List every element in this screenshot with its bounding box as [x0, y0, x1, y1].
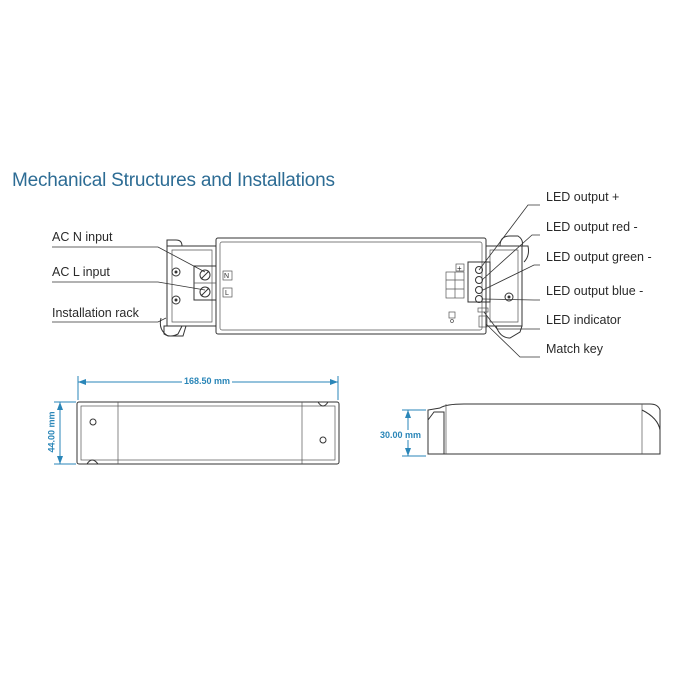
length-dimension-label: 168.50 mm	[182, 376, 233, 386]
top-view-device	[159, 235, 529, 339]
height-dimension-label: 30.00 mm	[378, 430, 424, 440]
terminal-mark-plus: +	[457, 264, 462, 273]
label-led-output-red: LED output red -	[546, 220, 638, 234]
height-dimension	[402, 409, 426, 457]
label-ac-n-input: AC N input	[52, 230, 113, 244]
label-led-output-green: LED output green -	[546, 250, 652, 264]
label-installation-rack: Installation rack	[52, 306, 139, 320]
label-led-output-blue: LED output blue -	[546, 284, 644, 298]
terminal-mark-n: N	[224, 273, 230, 280]
terminal-mark-l: L	[225, 290, 229, 297]
label-ac-l-input: AC L input	[52, 265, 110, 279]
side-view-device	[427, 403, 661, 455]
right-leader-lines	[478, 204, 540, 358]
width-dimension-label: 44.00 mm	[46, 409, 57, 455]
width-dimension	[54, 401, 76, 465]
bottom-view-device	[76, 401, 340, 465]
label-match-key: Match key	[546, 342, 603, 356]
page-title: Mechanical Structures and Installations	[12, 170, 335, 191]
label-led-output-plus: LED output +	[546, 190, 620, 204]
left-leader-lines	[52, 246, 206, 323]
label-led-indicator: LED indicator	[546, 313, 622, 327]
